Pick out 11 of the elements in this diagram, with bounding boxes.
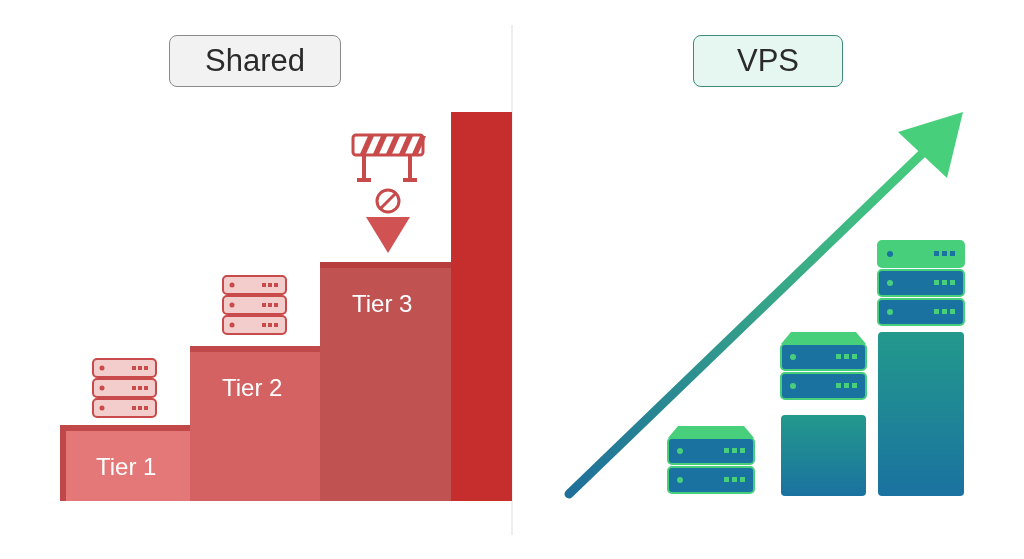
heading-box xyxy=(169,35,341,87)
heading: VPS xyxy=(737,43,799,79)
tier-label: Tier 1 xyxy=(96,453,157,481)
heading-box xyxy=(693,35,843,87)
tier-label: Tier 2 xyxy=(222,374,283,402)
wall-block xyxy=(451,112,512,501)
step-block xyxy=(60,425,190,501)
heading: Shared xyxy=(205,43,305,79)
step-block xyxy=(190,346,320,501)
step-block xyxy=(320,262,451,501)
tier-label: Tier 3 xyxy=(352,290,413,318)
